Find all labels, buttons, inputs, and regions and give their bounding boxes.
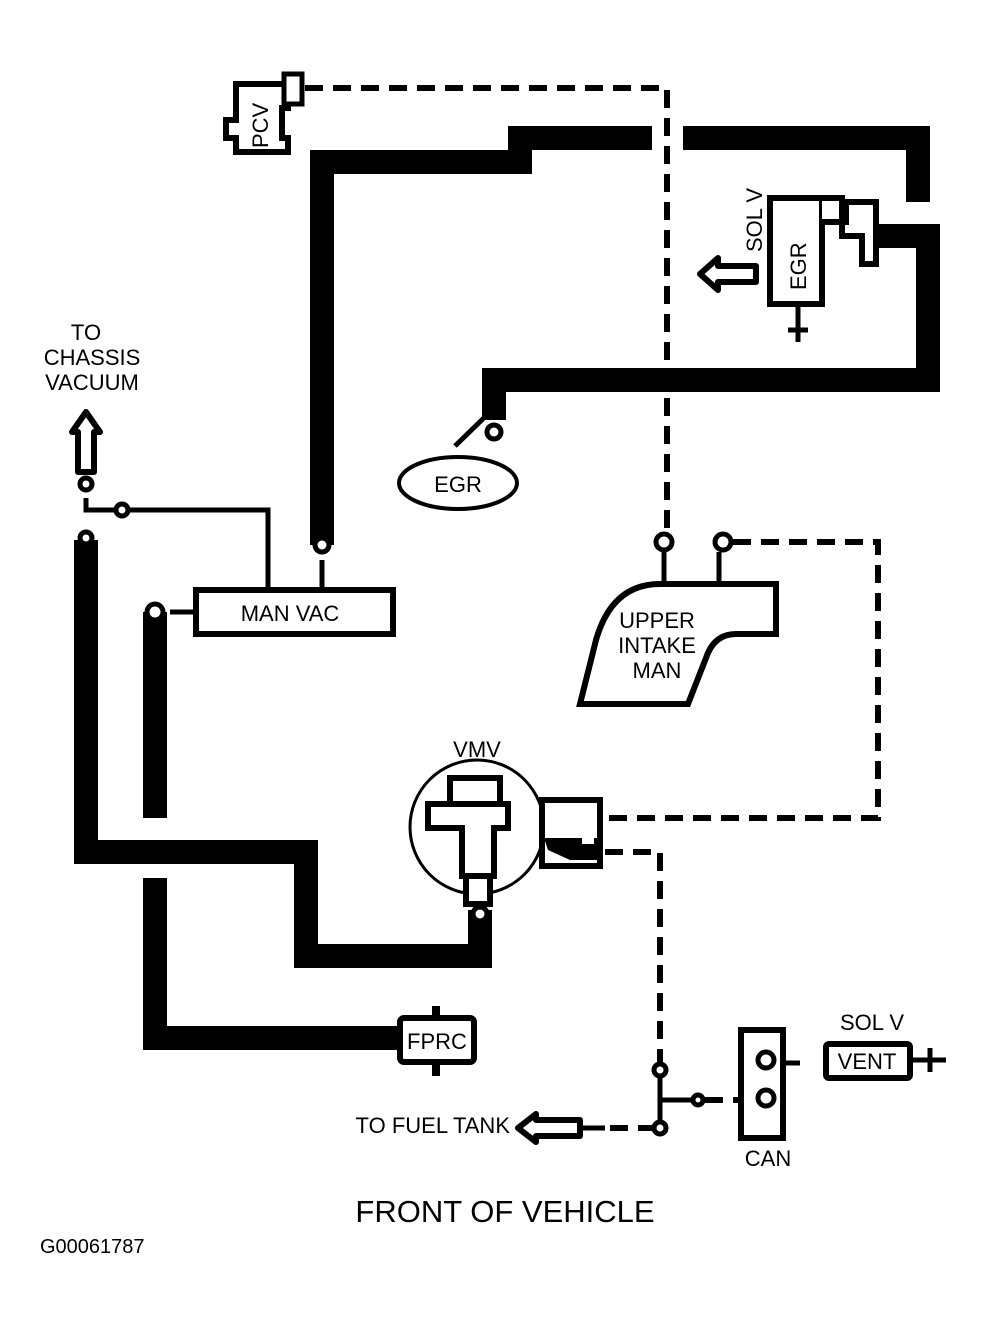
- uim-label-line1: UPPER: [619, 608, 695, 633]
- thin-lines: [83, 305, 946, 1131]
- upper-intake-manifold[interactable]: UPPER INTAKE MAN: [576, 581, 779, 707]
- port-chassis-tee: [113, 501, 131, 519]
- pcv-label: PCV: [248, 102, 273, 148]
- egr-sol-v-label: SOL V: [742, 188, 767, 252]
- vent-sol-v-label: SOL V: [840, 1010, 904, 1035]
- chassis-label-line1: TO: [71, 320, 101, 345]
- port-manvac-left: [144, 601, 166, 623]
- diagram-title: FRONT OF VEHICLE: [355, 1194, 654, 1229]
- canister-vent-solenoid[interactable]: SOL V VENT: [823, 1010, 913, 1081]
- port-junction-side: [690, 1092, 706, 1108]
- dash-uim-to-vmv: [605, 539, 881, 821]
- hose-to-fprc: [143, 878, 400, 1050]
- vent-arrow-icon: [697, 255, 759, 293]
- left-arrow-icon: [515, 1111, 583, 1145]
- dash-pcv-to-uim: [305, 85, 670, 535]
- vent-label: VENT: [838, 1049, 897, 1074]
- egr-transducer[interactable]: EGR: [397, 455, 519, 511]
- can-label: CAN: [745, 1146, 791, 1171]
- port-uim-2: [712, 531, 734, 553]
- fuel-tank-label: TO FUEL TANK: [356, 1113, 511, 1138]
- port-manvac-top: [312, 535, 332, 555]
- vapor-management-valve[interactable]: VMV: [408, 737, 603, 907]
- hose-egr-loop: [482, 224, 940, 420]
- figure-id: G00061787: [40, 1236, 145, 1258]
- egr-solenoid-valve[interactable]: EGR SOL V: [697, 188, 879, 307]
- chassis-label-line3: VACUUM: [45, 370, 139, 395]
- charcoal-canister[interactable]: CAN: [738, 1027, 791, 1171]
- uim-label-line2: INTAKE: [618, 633, 696, 658]
- line-egr-oval: [453, 410, 492, 448]
- hose-top-right-to-egr: [683, 126, 930, 202]
- up-arrow-icon: [69, 409, 103, 475]
- port-chassis-bottom: [77, 529, 95, 547]
- dashed-lines: [305, 85, 881, 1131]
- fprc-label: FPRC: [407, 1029, 467, 1054]
- egr-valve-label: EGR: [786, 242, 811, 290]
- port-fittings: [77, 422, 734, 1137]
- thick-hoses: [74, 126, 940, 1050]
- egr-oval-label: EGR: [434, 472, 482, 497]
- chassis-vacuum: TO CHASSIS VACUUM: [44, 320, 141, 475]
- port-egr-oval: [484, 422, 504, 442]
- pcv-valve[interactable]: PCV: [223, 71, 305, 155]
- port-chassis-top: [77, 475, 95, 493]
- manifold-vacuum-block[interactable]: MAN VAC: [193, 587, 396, 637]
- fuel-pressure-regulator-control[interactable]: FPRC: [397, 1006, 477, 1076]
- line-egr-box-down: [788, 305, 808, 342]
- port-uim-1: [653, 531, 675, 553]
- line-uim-ports: [661, 552, 722, 582]
- line-chassis-to-manvac: [83, 498, 271, 590]
- chassis-label-line2: CHASSIS: [44, 345, 141, 370]
- port-junction-bottom: [651, 1119, 669, 1137]
- hose-chassis-to-vmv: [74, 540, 492, 968]
- man-vac-label: MAN VAC: [241, 601, 340, 626]
- hose-manvac-to-top: [310, 126, 652, 545]
- fuel-tank-connection: TO FUEL TANK: [356, 1111, 583, 1145]
- port-junction-top: [651, 1061, 669, 1079]
- uim-label-line3: MAN: [633, 658, 682, 683]
- port-vmv-bottom: [470, 904, 490, 924]
- dash-vmv-to-can: [605, 849, 663, 1062]
- vmv-label: VMV: [453, 737, 501, 762]
